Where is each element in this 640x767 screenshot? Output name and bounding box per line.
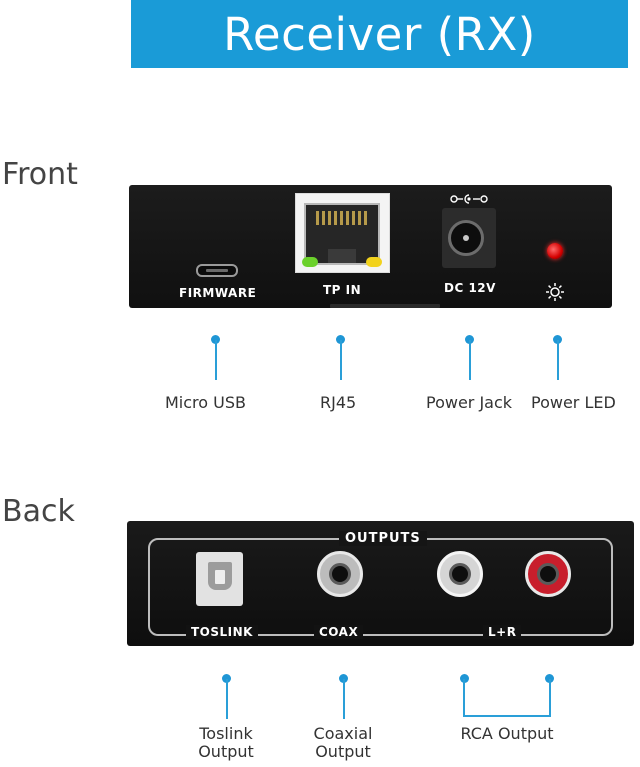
toslink-shutter — [215, 570, 225, 584]
coax-pointer-line — [343, 679, 345, 719]
power-led — [547, 243, 563, 259]
panel-slot — [330, 304, 440, 308]
rj45-latch — [328, 249, 356, 263]
dc-12v-label: DC 12V — [444, 281, 496, 295]
activity-led-yellow — [366, 257, 382, 267]
power-jack-pointer-dot — [465, 335, 474, 344]
rj45-socket — [304, 203, 380, 265]
coax-callout: Coaxial Output — [303, 725, 383, 761]
tp-in-label: TP IN — [323, 283, 362, 297]
dc-jack-pin — [463, 235, 469, 241]
rca-right-port — [525, 551, 571, 597]
toslink-callout-line1: Toslink — [199, 724, 253, 743]
rca-left-port — [437, 551, 483, 597]
rca-right-pointer-dot — [545, 674, 554, 683]
coax-port-center — [329, 563, 351, 585]
title-banner: Receiver (RX) — [131, 0, 628, 68]
coax-callout-line2: Output — [315, 742, 371, 761]
micro-usb-callout: Micro USB — [165, 393, 246, 412]
power-led-callout: Power LED — [531, 393, 616, 412]
micro-usb-port — [196, 264, 238, 277]
rj45-callout: RJ45 — [320, 393, 357, 412]
outputs-title: OUTPUTS — [339, 531, 427, 546]
dc-polarity-glyph — [450, 194, 488, 204]
front-section-label: Front — [2, 157, 78, 192]
power-jack-pointer-line — [469, 340, 471, 380]
toslink-callout: Toslink Output — [186, 725, 266, 761]
rj45-port — [295, 193, 390, 273]
rj45-pointer-line — [340, 340, 342, 380]
rca-right-center — [537, 563, 559, 585]
rca-callout: RCA Output — [460, 724, 554, 743]
power-led-pointer-dot — [553, 335, 562, 344]
rca-left-pointer-dot — [460, 674, 469, 683]
back-section-label: Back — [2, 494, 75, 529]
toslink-callout-line2: Output — [198, 742, 254, 761]
coax-label: COAX — [314, 625, 364, 639]
coax-pointer-dot — [339, 674, 348, 683]
toslink-label: TOSLINK — [186, 625, 258, 639]
toslink-pointer-dot — [222, 674, 231, 683]
coax-callout-line1: Coaxial — [313, 724, 373, 743]
dc-polarity-icon — [449, 193, 489, 208]
rj45-pointer-dot — [336, 335, 345, 344]
coax-port — [317, 551, 363, 597]
rj45-pins — [316, 211, 368, 225]
power-jack-callout: Power Jack — [426, 393, 513, 412]
power-led-pointer-line — [557, 340, 559, 380]
lr-label: L+R — [483, 625, 522, 639]
toslink-pointer-line — [226, 679, 228, 719]
micro-usb-pointer-line — [215, 340, 217, 380]
firmware-label: FIRMWARE — [179, 286, 257, 300]
rca-bracket — [463, 679, 551, 717]
sun-glyph — [546, 283, 564, 301]
banner-title: Receiver (RX) — [223, 7, 536, 61]
rca-left-center — [449, 563, 471, 585]
link-led-green — [302, 257, 318, 267]
sun-icon — [545, 282, 565, 306]
micro-usb-pointer-dot — [211, 335, 220, 344]
